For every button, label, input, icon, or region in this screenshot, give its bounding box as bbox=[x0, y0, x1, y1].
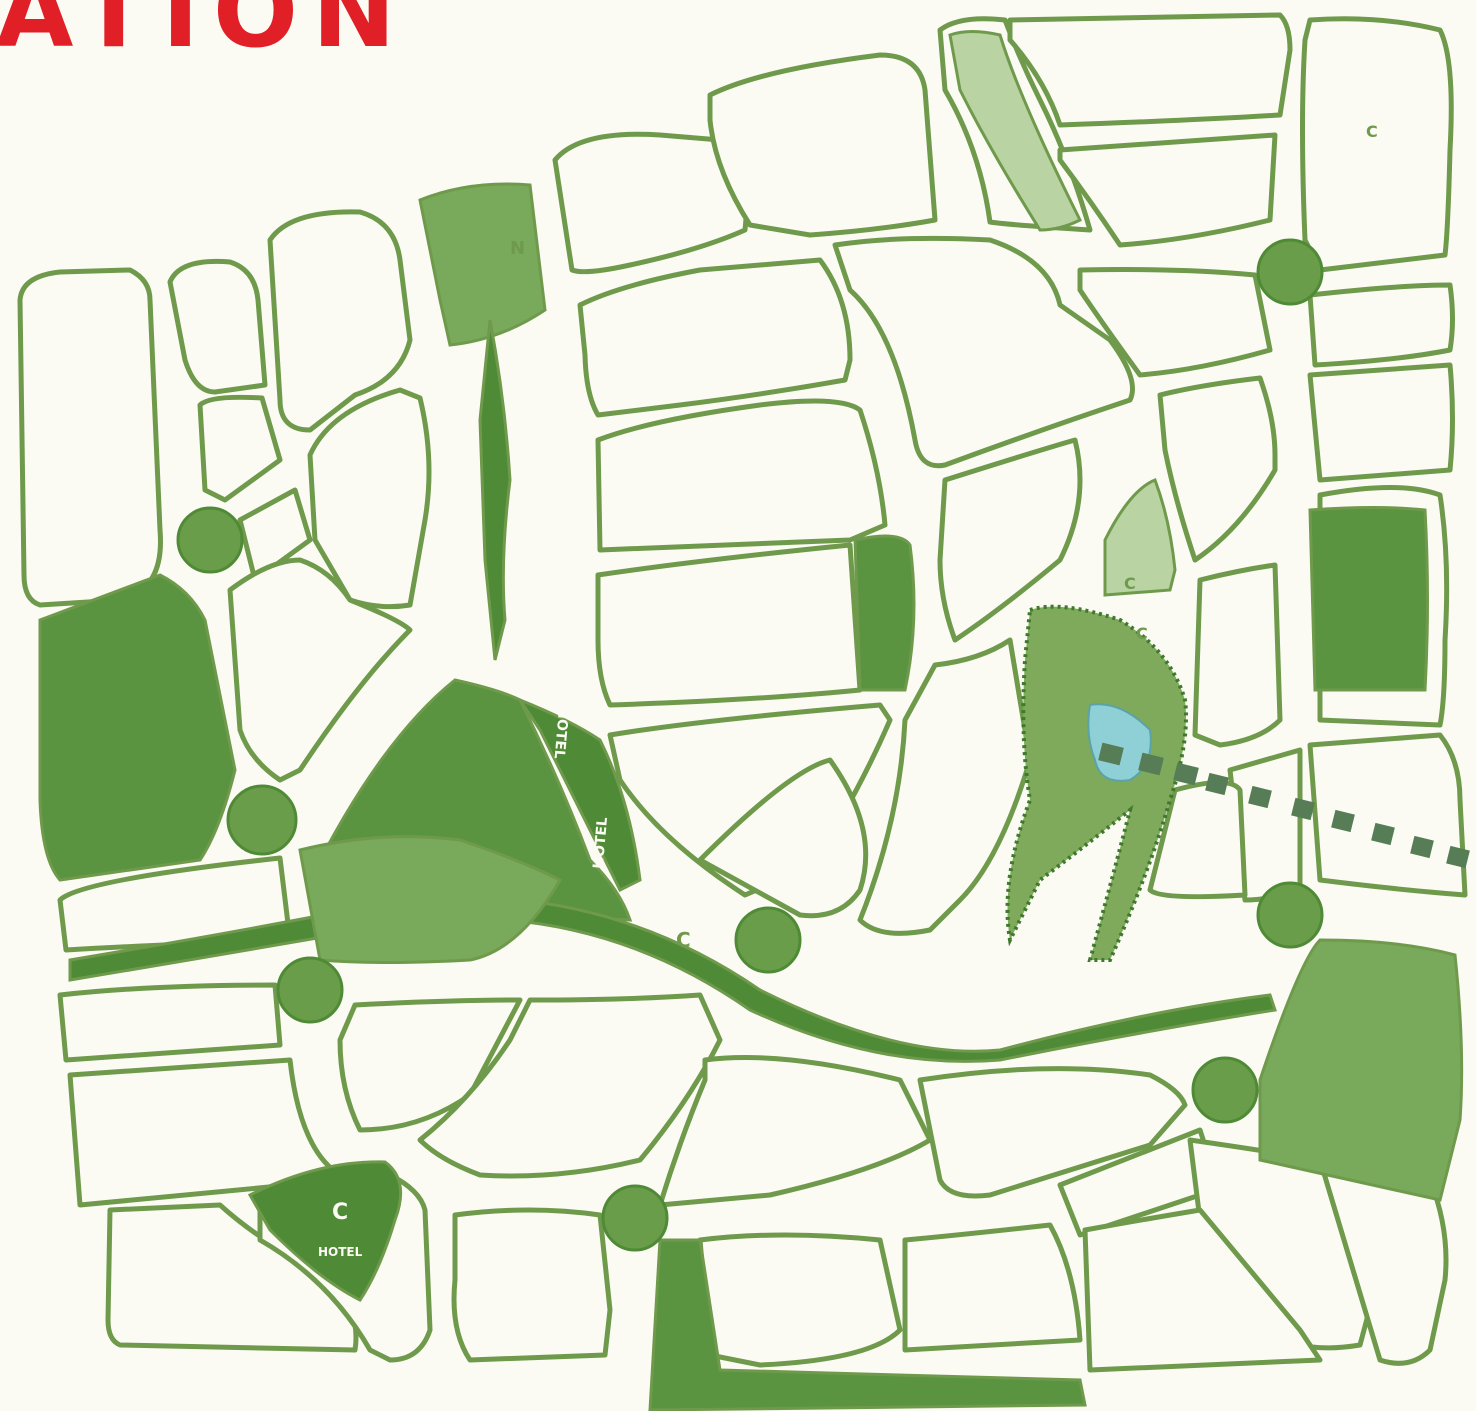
green-corridor bbox=[478, 319, 512, 661]
c-label-tri-1: C bbox=[1124, 574, 1136, 593]
block bbox=[1077, 267, 1273, 378]
block bbox=[857, 637, 1033, 936]
park-ne bbox=[853, 534, 916, 692]
roundabout bbox=[1256, 238, 1324, 306]
block bbox=[1192, 562, 1283, 748]
dash bbox=[1410, 835, 1434, 859]
block bbox=[595, 398, 888, 553]
project-site bbox=[1005, 604, 1188, 962]
park-west bbox=[38, 573, 237, 882]
block bbox=[267, 209, 413, 433]
dash bbox=[1331, 809, 1355, 833]
north-park bbox=[948, 30, 1083, 232]
roundabout bbox=[176, 506, 244, 574]
block bbox=[451, 1207, 613, 1363]
project-outline bbox=[1005, 604, 1188, 962]
dash bbox=[1371, 822, 1395, 846]
block bbox=[832, 235, 1135, 469]
hotel-label-bottom: HOTEL bbox=[318, 1245, 363, 1259]
lake bbox=[1087, 703, 1152, 782]
block bbox=[17, 267, 163, 608]
roundabouts bbox=[176, 238, 1324, 1252]
block bbox=[595, 542, 863, 708]
block bbox=[337, 997, 523, 1133]
block bbox=[707, 52, 938, 238]
block bbox=[577, 257, 853, 418]
roundabout bbox=[734, 906, 802, 974]
roundabout bbox=[601, 1184, 669, 1252]
block bbox=[657, 1055, 933, 1208]
block bbox=[697, 757, 869, 919]
hotel-strip bbox=[516, 696, 642, 893]
block-outlines bbox=[17, 12, 1468, 1373]
block bbox=[937, 437, 1083, 643]
n-label: N bbox=[510, 238, 526, 259]
block bbox=[417, 992, 723, 1179]
green-areas bbox=[38, 30, 1464, 1411]
block bbox=[1300, 16, 1454, 273]
dash bbox=[1205, 772, 1229, 796]
block bbox=[902, 1222, 1083, 1353]
block bbox=[307, 387, 432, 610]
block bbox=[1307, 732, 1468, 898]
park-east bbox=[1308, 506, 1429, 692]
park-south-strip bbox=[648, 1238, 1087, 1411]
c-label-bottom: C bbox=[332, 1200, 349, 1225]
dash bbox=[1138, 752, 1164, 776]
block bbox=[227, 557, 413, 783]
pointer-arrow bbox=[1098, 742, 1470, 869]
block bbox=[697, 1232, 903, 1368]
block bbox=[1007, 12, 1293, 128]
block bbox=[57, 855, 293, 953]
block bbox=[237, 487, 313, 583]
roundabout bbox=[1256, 881, 1324, 949]
c-hotel-triangle bbox=[247, 1160, 403, 1302]
north-strip bbox=[418, 182, 547, 347]
c-label-tri-2: C bbox=[1136, 624, 1148, 643]
dash bbox=[1098, 742, 1124, 766]
block bbox=[1082, 1207, 1323, 1373]
block bbox=[1307, 282, 1455, 368]
c-label-top-right: C bbox=[1366, 122, 1378, 141]
block bbox=[1057, 132, 1278, 248]
block bbox=[167, 258, 268, 395]
block bbox=[57, 982, 283, 1063]
dash bbox=[1291, 797, 1315, 821]
block bbox=[917, 1066, 1188, 1199]
roundabout bbox=[276, 956, 344, 1024]
dash bbox=[1446, 845, 1470, 869]
page-heading: ATION bbox=[0, 0, 410, 70]
block bbox=[197, 394, 283, 503]
dash bbox=[1173, 762, 1199, 786]
roundabout bbox=[226, 784, 298, 856]
park-southeast bbox=[1258, 938, 1464, 1202]
c-leaf bbox=[1103, 478, 1177, 597]
roundabout bbox=[1191, 1056, 1259, 1124]
block bbox=[1307, 362, 1455, 483]
block bbox=[1157, 375, 1278, 563]
boulevard-strip bbox=[298, 835, 563, 964]
c-label-road: C bbox=[676, 928, 691, 952]
dash bbox=[1248, 785, 1272, 809]
